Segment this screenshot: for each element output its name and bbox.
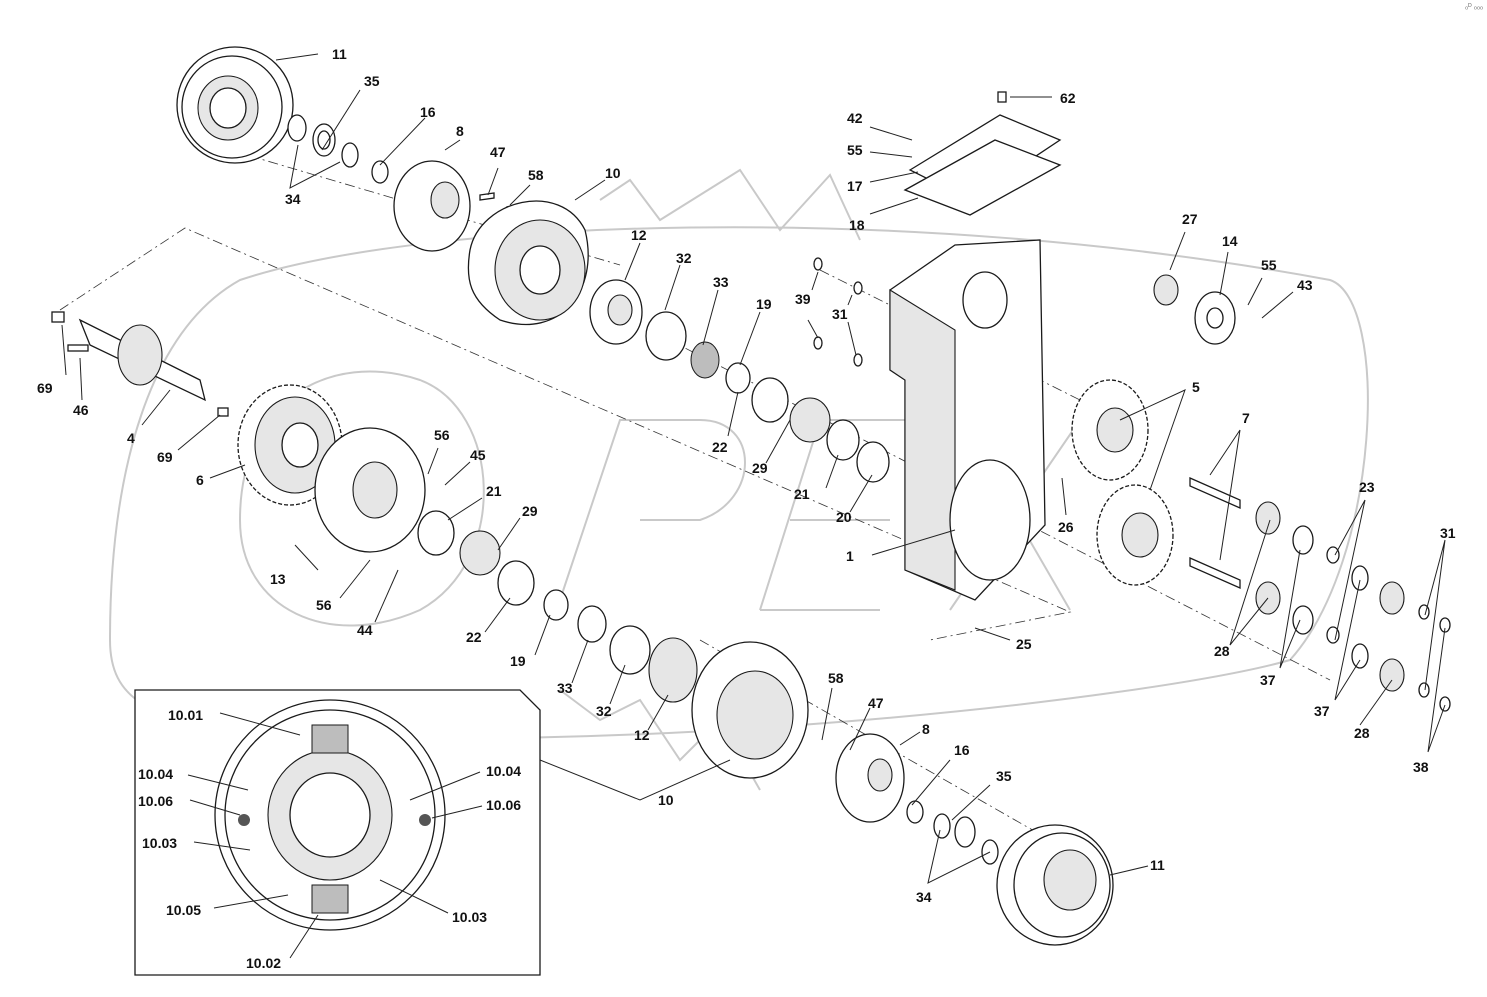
- rings-upper-row: [645, 311, 890, 483]
- brake-assembly-lower: [691, 641, 999, 865]
- callout-17: 17: [847, 178, 863, 194]
- callout-10-bottom: 10: [658, 792, 674, 808]
- callout-34-bottom: 34: [916, 889, 932, 905]
- callout-43: 43: [1297, 277, 1313, 293]
- callout-10-04-right: 10.04: [486, 763, 521, 779]
- axle-shaft: [51, 311, 229, 417]
- wheel-hub-top: [393, 160, 511, 252]
- callout-11-bottom: 11: [1150, 857, 1165, 873]
- callout-21-left: 21: [486, 483, 502, 499]
- callout-10-01: 10.01: [168, 707, 203, 723]
- callout-10-03-right: 10.03: [452, 909, 487, 925]
- detail-inset-brake: [134, 689, 541, 976]
- callout-55-top: 55: [847, 142, 863, 158]
- gears-5: [1071, 379, 1174, 586]
- callout-10-02: 10.02: [246, 955, 281, 971]
- flange-12-top: [589, 279, 643, 345]
- callout-21-center: 21: [794, 486, 810, 502]
- callout-31-center: 31: [832, 306, 848, 322]
- bearings-28: [1255, 501, 1405, 692]
- callout-32-bottom: 32: [596, 703, 612, 719]
- callout-31-right: 31: [1440, 525, 1456, 541]
- callout-69-right: 69: [157, 449, 173, 465]
- callout-35-top: 35: [364, 73, 380, 89]
- callout-26: 26: [1058, 519, 1074, 535]
- callout-10-04-left: 10.04: [138, 766, 173, 782]
- callout-5: 5: [1192, 379, 1200, 395]
- callout-42: 42: [847, 110, 863, 126]
- disc-13: [314, 427, 426, 553]
- callout-19-top: 19: [756, 296, 772, 312]
- callout-46: 46: [73, 402, 89, 418]
- callout-22-top: 22: [712, 439, 728, 455]
- seal-rings-top: [287, 114, 389, 184]
- callout-69-left: 69: [37, 380, 53, 396]
- callout-12-top: 12: [631, 227, 647, 243]
- callout-27: 27: [1182, 211, 1198, 227]
- rings-lower-row: [417, 510, 698, 703]
- gearbox-housing: [889, 91, 1062, 601]
- callout-56-bottom: 56: [316, 597, 332, 613]
- callout-6: 6: [196, 472, 204, 488]
- callout-labels: 11 35 16 8 34 47 58 10 12 32 33 19 39 31…: [37, 46, 1456, 971]
- callout-11-top: 11: [332, 46, 347, 62]
- callout-4: 4: [127, 430, 135, 446]
- callout-22-bottom: 22: [466, 629, 482, 645]
- callout-7: 7: [1242, 410, 1250, 426]
- callout-20: 20: [836, 509, 852, 525]
- callout-32-top: 32: [676, 250, 692, 266]
- brake-drum-top: [176, 46, 294, 164]
- callout-37-right: 37: [1314, 703, 1330, 719]
- callout-39: 39: [795, 291, 811, 307]
- callout-12-bottom: 12: [634, 727, 650, 743]
- callout-8-bottom: 8: [922, 721, 930, 737]
- callout-37-left: 37: [1260, 672, 1276, 688]
- callout-10-top: 10: [605, 165, 621, 181]
- callout-47-bottom: 47: [868, 695, 884, 711]
- callout-18: 18: [849, 217, 865, 233]
- corner-mark: ₒᴰ ₒₒₒ: [1465, 2, 1483, 11]
- callout-47-top: 47: [490, 144, 506, 160]
- bearing-27-cover-14: [1153, 274, 1236, 345]
- callout-35-bottom: 35: [996, 768, 1012, 784]
- callout-19-bottom: 19: [510, 653, 526, 669]
- callout-55-right: 55: [1261, 257, 1277, 273]
- callout-34-top: 34: [285, 191, 301, 207]
- callout-58-bottom: 58: [828, 670, 844, 686]
- callout-44: 44: [357, 622, 373, 638]
- callout-62: 62: [1060, 90, 1076, 106]
- leader-lines: [61, 53, 1446, 959]
- callout-25: 25: [1016, 636, 1032, 652]
- callout-10-06-left: 10.06: [138, 793, 173, 809]
- pins-7: [1189, 477, 1241, 589]
- callout-14: 14: [1222, 233, 1238, 249]
- callout-56-top: 56: [434, 427, 450, 443]
- callout-23: 23: [1359, 479, 1375, 495]
- callout-16-bottom: 16: [954, 742, 970, 758]
- callout-38: 38: [1413, 759, 1429, 775]
- callout-16-top: 16: [420, 104, 436, 120]
- callout-8-top: 8: [456, 123, 464, 139]
- brake-drum-bottom: [996, 824, 1114, 946]
- brake-backing-plate-top: [467, 200, 589, 326]
- callout-28-right: 28: [1354, 725, 1370, 741]
- callout-58-top: 58: [528, 167, 544, 183]
- callout-28-left: 28: [1214, 643, 1230, 659]
- small-o-rings-39-31: [813, 257, 863, 367]
- callout-45: 45: [470, 447, 486, 463]
- callout-10-06-right: 10.06: [486, 797, 521, 813]
- callout-10-05: 10.05: [166, 902, 201, 918]
- callout-10-03-left: 10.03: [142, 835, 177, 851]
- callout-13: 13: [270, 571, 286, 587]
- callout-33-bottom: 33: [557, 680, 573, 696]
- snap-rings: [1292, 525, 1451, 712]
- callout-33-top: 33: [713, 274, 729, 290]
- callout-1: 1: [846, 548, 854, 564]
- callout-29-center: 29: [752, 460, 768, 476]
- callout-29-left: 29: [522, 503, 538, 519]
